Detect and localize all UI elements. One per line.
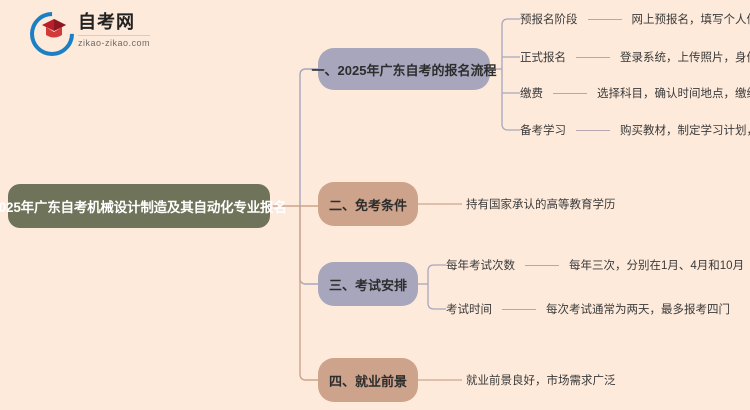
leaf-value: 选择科目，确认时间地点，缴纳费用 [597,88,750,100]
leaf-key: 持有国家承认的高等教育学历 [466,199,616,211]
branch-link-3 [299,206,318,285]
branch-node-registration-process[interactable]: 一、2025年广东自考的报名流程 [312,48,496,90]
leaf-key: 缴费 [520,88,543,100]
leaf-key: 预报名阶段 [520,14,578,26]
branch-link-4 [299,206,318,381]
leaf-dash-icon [587,18,622,20]
leaf-value: 登录系统，上传照片，身份核验 [620,52,750,64]
leaf-value: 购买教材，制定学习计划，打印准考证 [620,125,750,137]
logo-text: 自考网 zikao-zikao.com [78,11,151,48]
leaf-exams-per-year[interactable]: 每年考试次数 每年三次，分别在1月、4月和10月 [446,257,744,273]
branch-node-exam-schedule[interactable]: 三、考试安排 [318,262,418,306]
leaf-formal-registration[interactable]: 正式报名 登录系统，上传照片，身份核验 [520,49,750,65]
root-node[interactable]: 2025年广东自考机械设计制造及其自动化专业报名 [0,184,287,228]
leaf-exemption-requirement[interactable]: 持有国家承认的高等教育学历 [466,196,616,212]
branch-node-job-prospects[interactable]: 四、就业前景 [318,358,418,402]
b1-leaf-link-1 [501,18,520,26]
leaf-key: 备考学习 [520,125,566,137]
leaf-value: 每次考试通常为两天，最多报考四门 [546,304,730,316]
leaf-exam-duration[interactable]: 考试时间 每次考试通常为两天，最多报考四门 [446,301,730,317]
leaf-exam-preparation[interactable]: 备考学习 购买教材，制定学习计划，打印准考证 [520,122,750,138]
leaf-value: 每年三次，分别在1月、4月和10月 [569,260,745,272]
leaf-pre-registration[interactable]: 预报名阶段 网上预报名，填写个人信息 [520,11,750,27]
b1-leaf-link-4 [501,25,520,131]
leaf-key: 正式报名 [520,52,566,64]
leaf-key: 就业前景良好，市场需求广泛 [466,375,616,387]
b3-leaf-link-2 [427,271,446,310]
graduation-cap-icon [42,19,66,38]
site-logo: 自考网 zikao-zikao.com [20,2,151,66]
leaf-key: 考试时间 [446,304,492,316]
b3-leaf-link-1 [427,264,446,272]
logo-mark [20,2,84,66]
leaf-key: 每年考试次数 [446,260,515,272]
leaf-job-outlook[interactable]: 就业前景良好，市场需求广泛 [466,372,616,388]
leaf-dash-icon [502,308,536,310]
leaf-dash-icon [525,264,559,266]
leaf-dash-icon [576,129,610,131]
leaf-dash-icon [576,56,610,58]
leaf-value: 网上预报名，填写个人信息 [631,14,750,26]
leaf-dash-icon [553,92,587,94]
branch-node-exemption-conditions[interactable]: 二、免考条件 [318,182,418,226]
branch-link-1 [299,68,318,206]
leaf-payment[interactable]: 缴费 选择科目，确认时间地点，缴纳费用 [520,85,750,101]
logo-title: 自考网 [78,11,135,32]
logo-domain: zikao-zikao.com [78,34,151,48]
